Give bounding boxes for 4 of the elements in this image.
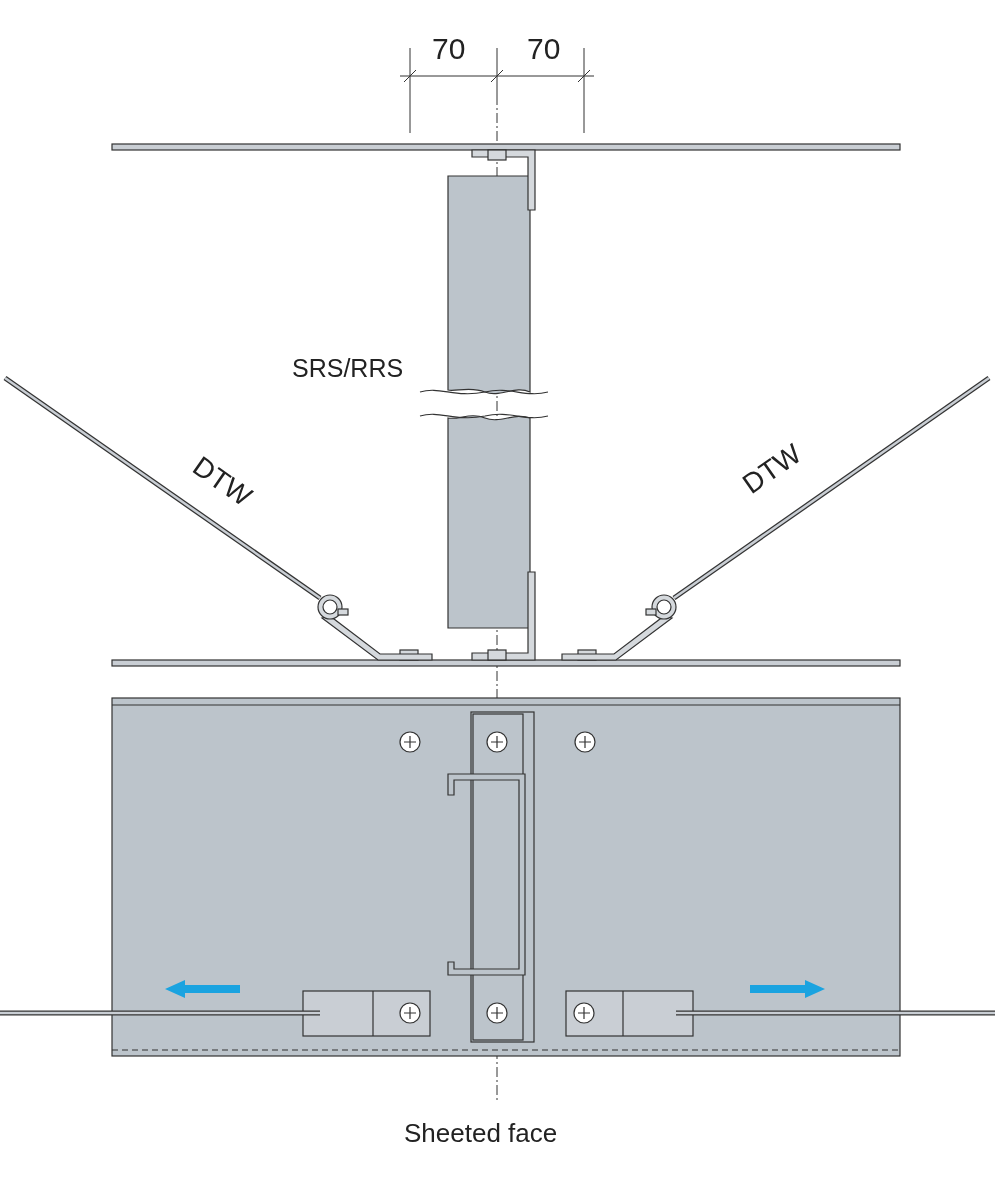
- part-label: SRS/RRS: [292, 356, 404, 381]
- dimension-label: 70: [527, 34, 561, 64]
- caption: Sheeted face: [404, 1120, 558, 1146]
- dimension-label: 70: [432, 34, 466, 64]
